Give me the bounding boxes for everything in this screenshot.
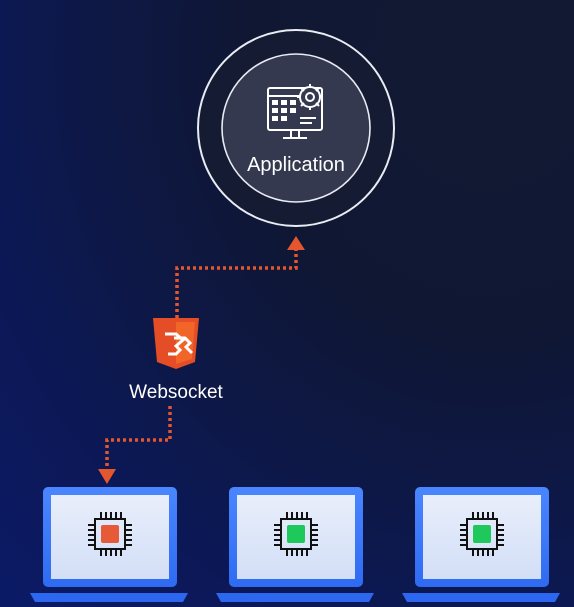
chip-icon [274,512,318,556]
laptop-base [216,593,374,602]
device-1 [30,487,188,602]
chip-icon [88,512,132,556]
application-label: Application [247,154,345,176]
device-3 [402,487,560,602]
application-inner-circle [221,53,371,203]
application-node: Application [197,29,395,227]
chip-status-indicator [287,525,305,543]
connector-websocket-to-device [98,406,172,484]
websocket-node: Websocket [129,318,224,403]
device-2 [216,487,374,602]
html5-websocket-shield-icon [153,318,199,369]
laptop-base [30,593,188,602]
monitor-gear-icon [267,84,323,139]
arrowhead-down [98,469,116,484]
arrowhead-up [287,236,305,250]
chip-status-indicator [473,525,491,543]
websocket-label: Websocket [129,382,223,403]
connector-websocket-to-application [175,236,305,318]
laptop-base [402,593,560,602]
chip-icon [460,512,504,556]
chip-status-indicator [101,525,119,543]
